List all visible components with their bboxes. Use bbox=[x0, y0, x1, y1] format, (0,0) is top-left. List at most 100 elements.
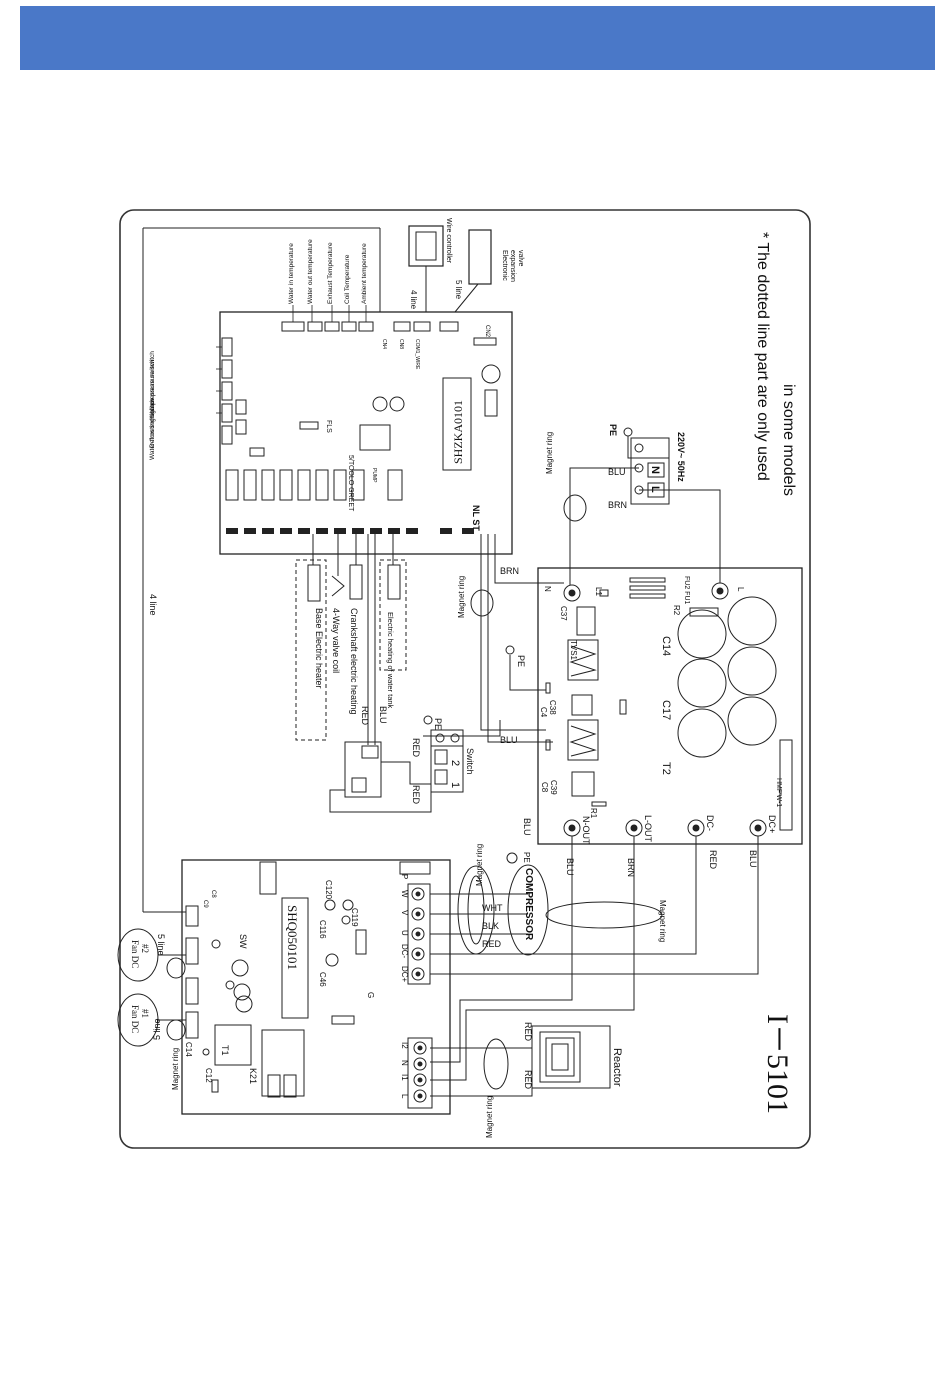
drive-term-v: V bbox=[400, 910, 409, 916]
reactor-label: Reactor bbox=[611, 1048, 623, 1087]
switch-wire-red-1: RED bbox=[411, 738, 421, 758]
power-input-terminal bbox=[623, 427, 670, 505]
filter-fu: FU2 FU1 bbox=[683, 576, 690, 605]
load-water-tank: Electric heating of water tank bbox=[386, 612, 395, 709]
power-pe-label: PE bbox=[608, 424, 618, 436]
switch-wire-red-2: RED bbox=[411, 785, 421, 805]
drive-term-l: L bbox=[400, 1094, 409, 1099]
reactor bbox=[430, 1025, 611, 1097]
line-4-fan-route bbox=[142, 227, 381, 913]
load-base-heater: Base Electric heater bbox=[314, 608, 324, 689]
filter-l1: L1 bbox=[594, 587, 603, 596]
reactor-red-2: RED bbox=[523, 1070, 533, 1090]
drive-c46: C46 bbox=[318, 972, 327, 987]
loads-section bbox=[295, 534, 407, 745]
drive-c14: C14 bbox=[184, 1042, 193, 1057]
filter-n-terminal: N bbox=[543, 586, 552, 592]
magnet-ring-comp: Magnet ring bbox=[475, 844, 484, 886]
filter-r2: R2 bbox=[672, 605, 681, 616]
wire-blu-filter: BLU bbox=[522, 818, 532, 836]
load-4way-valve: 4-Way valve coil bbox=[331, 608, 341, 673]
footnote-line1: * The dotted line part are only used bbox=[754, 232, 771, 481]
wire-brn-mid: BRN bbox=[500, 566, 519, 576]
drive-term-p: P bbox=[400, 874, 409, 879]
switch-pe: PE bbox=[433, 718, 443, 730]
filter-l-out: L-OUT bbox=[643, 815, 653, 843]
main-board-pump: PUMP bbox=[371, 468, 377, 483]
filter-c38: C38 bbox=[548, 700, 557, 715]
line-5-valve: 5 line bbox=[454, 280, 463, 300]
fan2-l2: #2 bbox=[140, 944, 150, 953]
drive-sw: SW bbox=[238, 934, 248, 949]
diagram-frame bbox=[119, 209, 811, 1149]
drive-c9: C9 bbox=[202, 900, 208, 908]
compressor-label: COMPRESSOR bbox=[523, 868, 534, 941]
expansion-valve-l1: Electronic bbox=[501, 250, 508, 281]
dc-wiring bbox=[430, 836, 759, 1081]
wire-red-dc: RED bbox=[708, 850, 718, 870]
drive-term-dcm: DC- bbox=[400, 944, 409, 959]
sensor-coil: Coil Temperature bbox=[344, 254, 351, 304]
drive-c116: C116 bbox=[318, 920, 327, 939]
switch-low-pressure: Low pressure switch bbox=[149, 351, 156, 410]
power-wiring bbox=[423, 436, 721, 743]
main-board-nlst: NL ST bbox=[471, 505, 481, 531]
magnet-ring-reactor: Magnet ring bbox=[485, 1096, 494, 1138]
power-brn-label: BRN bbox=[608, 500, 627, 510]
drive-g: G bbox=[366, 992, 375, 998]
drive-term-i2: I2 bbox=[400, 1042, 409, 1049]
drive-c120: C120 bbox=[324, 880, 333, 900]
filter-c4: C4 bbox=[539, 707, 548, 718]
wire-red-comp: RED bbox=[482, 939, 502, 949]
model-code: I－5101 bbox=[761, 1014, 794, 1114]
drive-c119: C119 bbox=[350, 908, 359, 927]
main-board-cnwire: COM1_WIRE bbox=[414, 339, 420, 370]
sensor-exhaust: Exhaust Temperature bbox=[327, 242, 334, 304]
fan-dc-2 bbox=[117, 928, 186, 982]
wire-controller-label: Wire controller bbox=[445, 218, 452, 264]
magnet-ring-power: Magnet ring bbox=[545, 432, 554, 474]
sensor-water-out: Water out temperature bbox=[307, 239, 314, 304]
expansion-valve-l3: valve bbox=[517, 250, 524, 266]
drive-board-code: SHQ050101 bbox=[285, 905, 300, 970]
drive-term-i1: I1 bbox=[400, 1074, 409, 1081]
drive-term-dcp: DC+ bbox=[400, 966, 409, 983]
filter-t2: T2 bbox=[660, 762, 672, 775]
switch-defrosting: Defrosting switch bbox=[149, 398, 156, 448]
fan2-line: 5 line bbox=[156, 934, 166, 956]
main-board-sublabel: 5/TOOLO GREET bbox=[347, 455, 354, 512]
wire-blu-mid: BLU bbox=[500, 735, 518, 745]
filter-c8: C8 bbox=[540, 782, 549, 793]
expansion-valve bbox=[454, 229, 492, 313]
filter-hmf: HMF'W-1 bbox=[775, 778, 782, 807]
reactor-red-1: RED bbox=[523, 1022, 533, 1042]
line-4-controller: 4 line bbox=[409, 290, 418, 310]
wire-red-load: RED bbox=[360, 706, 370, 726]
switch-terminal-1: 1 bbox=[449, 782, 461, 788]
magnet-ring-fan: Magnet ring bbox=[171, 1048, 180, 1090]
filter-c17: C17 bbox=[660, 700, 672, 720]
sensor-leaders bbox=[292, 305, 367, 322]
drive-k21: K21 bbox=[248, 1068, 258, 1084]
sensor-ambient: Ambient temperature bbox=[361, 243, 368, 304]
wire-wht: WHT bbox=[482, 903, 503, 913]
filter-n-out: N-OUT bbox=[581, 816, 591, 845]
fan-dc-1 bbox=[117, 993, 186, 1047]
drive-board bbox=[181, 859, 451, 1115]
filter-c14: C14 bbox=[660, 636, 672, 656]
line-4-label: 4 line bbox=[148, 594, 158, 616]
magnet-ring-dc: Magnet ring bbox=[658, 900, 667, 942]
fan1-line: 5 line bbox=[152, 1018, 162, 1040]
switch-high-pressure: High pressure switch bbox=[149, 359, 156, 420]
main-board-cn2: CN2 bbox=[484, 325, 490, 338]
fan1-l1: Fan DC bbox=[130, 1005, 140, 1033]
wire-blu-load: BLU bbox=[378, 706, 388, 724]
sensor-water-in: Water in temperature bbox=[288, 243, 295, 304]
main-board-cn8: CN8 bbox=[398, 339, 404, 349]
switch-label: Switch bbox=[465, 748, 475, 775]
drive-t1: T1 bbox=[220, 1045, 230, 1056]
wire-controller bbox=[408, 225, 444, 312]
power-switch bbox=[329, 729, 464, 813]
power-blu-label: BLU bbox=[608, 467, 626, 477]
